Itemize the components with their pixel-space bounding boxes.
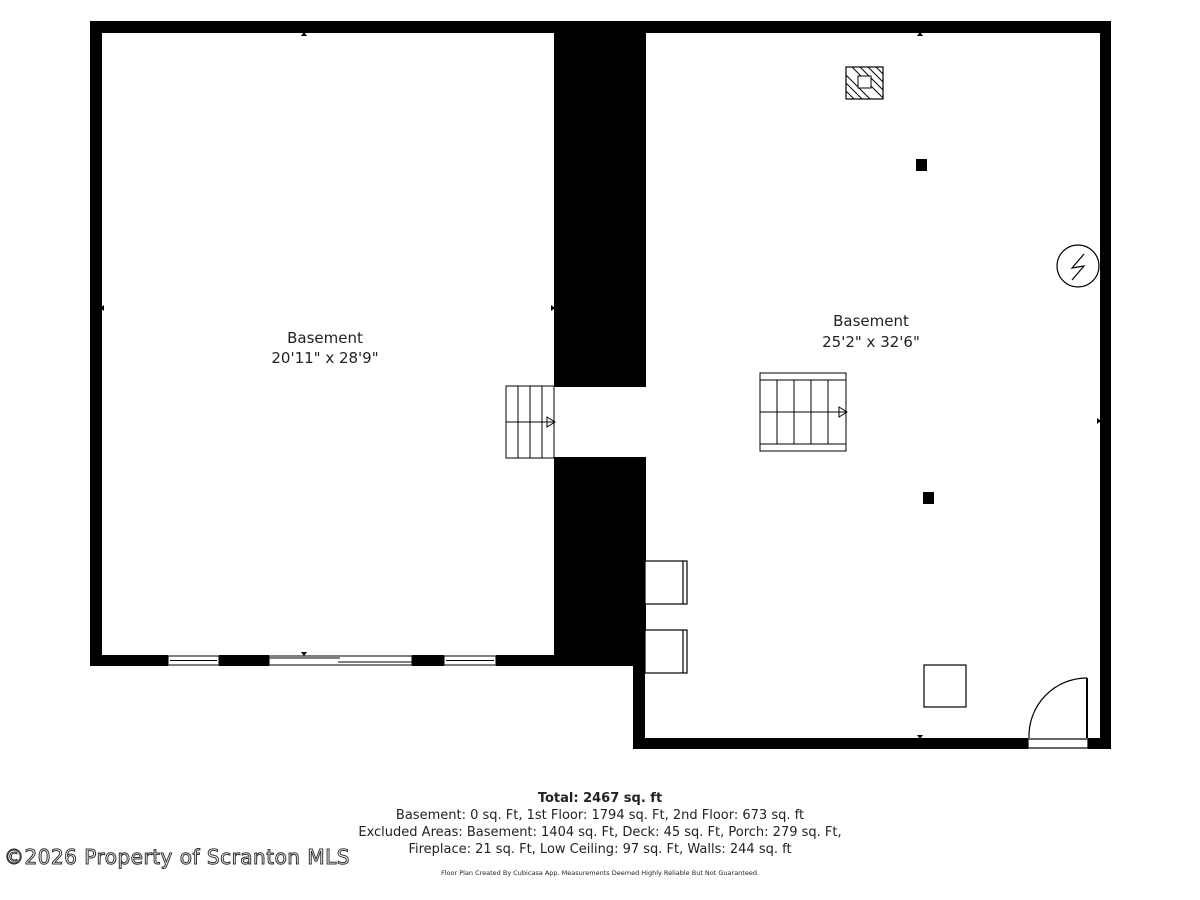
right-wall-top xyxy=(640,21,1111,33)
disclaimer: Floor Plan Created By Cubicasa App. Meas… xyxy=(440,869,760,877)
right-room-walls xyxy=(633,21,1111,749)
excluded-areas: Excluded Areas: Basement: 1404 sq. Ft, D… xyxy=(358,825,842,840)
entry-door-swing xyxy=(1028,677,1088,739)
appliance-upper xyxy=(644,560,688,605)
right-stairs xyxy=(759,372,848,452)
appliance-lower xyxy=(644,629,688,674)
left-wall-left xyxy=(90,21,102,666)
watermark: ©2026 Property of Scranton MLS xyxy=(4,845,350,870)
floor-areas: Basement: 0 sq. Ft, 1st Floor: 1794 sq. … xyxy=(395,808,805,823)
center-wall-upper xyxy=(554,21,646,387)
fixture-box xyxy=(923,664,967,708)
left-wall-bottom-b xyxy=(219,655,269,666)
left-wall-bottom-a xyxy=(90,655,168,666)
dimension-markers xyxy=(100,32,1101,739)
left-stairs-arrow xyxy=(546,416,556,428)
window-left xyxy=(167,655,220,666)
left-wall-bottom-c xyxy=(412,655,444,666)
right-stairs-arrow xyxy=(838,406,848,418)
column-1 xyxy=(916,159,927,171)
appliances xyxy=(644,560,688,674)
chimney-icon xyxy=(845,66,884,100)
left-stairs xyxy=(505,385,556,459)
window-right xyxy=(443,655,497,666)
left-wall-bottom-d xyxy=(496,655,560,666)
entry-door-threshold xyxy=(1027,738,1089,749)
left-room-dimensions: 20'11" x 28'9" xyxy=(271,349,378,367)
excluded-areas-continued: Fireplace: 21 sq. Ft, Low Ceiling: 97 sq… xyxy=(408,842,792,857)
left-room-name: Basement xyxy=(287,329,363,347)
center-wall xyxy=(554,21,646,666)
center-wall-lower xyxy=(554,457,646,666)
right-room-name: Basement xyxy=(833,312,909,330)
right-wall-bottom-a xyxy=(633,738,1028,749)
water-heater-icon xyxy=(1056,244,1100,288)
left-wall-top xyxy=(90,21,560,33)
right-wall-bottom-b xyxy=(1088,738,1111,749)
column-2 xyxy=(923,492,934,504)
right-wall-right xyxy=(1100,21,1111,749)
room-labels: Basement 20'11" x 28'9" Basement 25'2" x… xyxy=(271,312,920,367)
left-bottom-openings xyxy=(167,655,497,666)
entry-door xyxy=(1027,677,1089,749)
support-columns xyxy=(916,159,934,504)
right-room-dimensions: 25'2" x 32'6" xyxy=(822,333,920,351)
total-area: Total: 2467 sq. ft xyxy=(537,791,663,806)
left-room-walls xyxy=(90,21,560,666)
area-summary: Total: 2467 sq. ft Basement: 0 sq. Ft, 1… xyxy=(300,790,900,878)
right-wall-left-lower xyxy=(633,660,645,749)
sliding-door xyxy=(268,655,413,666)
